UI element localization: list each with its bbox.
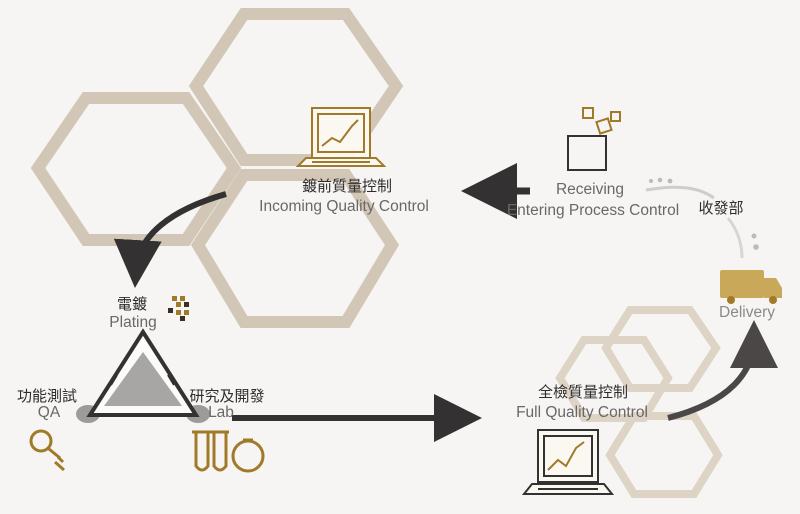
delivery-label: Delivery: [719, 304, 775, 321]
dotted-trail: [649, 177, 759, 250]
hexagon-top: [188, 8, 404, 166]
pixel-blocks-icon: [168, 296, 189, 321]
final-en-label: Full Quality Control: [516, 404, 648, 421]
qa-zh-label: 功能測試: [16, 388, 77, 405]
hexagon-left: [30, 92, 242, 246]
qa-en-label: QA: [37, 404, 61, 421]
computer-chart-icon: [295, 107, 387, 167]
receiving-sub-label: Entering Process Control: [506, 202, 680, 219]
truck-icon: [720, 270, 782, 304]
arrow-final-to-delivery: [667, 320, 778, 421]
lab-en-label: Lab: [208, 404, 234, 421]
plating-en-label: Plating: [109, 314, 157, 331]
final-zh-label: 全檢質量控制: [537, 384, 628, 401]
arrow-incoming-to-plating: [113, 191, 227, 288]
magnifier-icon: [29, 429, 65, 472]
hexagon-bottom: [190, 169, 400, 328]
boxes-icon: [567, 107, 621, 171]
curve-from-delivery: [726, 217, 744, 259]
hexagon-small-top: [601, 306, 721, 392]
lab-zh-label: 研究及開發: [189, 388, 265, 405]
receiving-en-label: Receiving: [555, 181, 625, 198]
lab-flasks-icon: [192, 430, 265, 473]
receiving-zh-label: 收發部: [698, 200, 744, 217]
hexagon-cluster-right: [555, 306, 723, 498]
incoming-zh-label: 鍍前質量控制: [302, 178, 393, 195]
plating-zh-label: 電鍍: [116, 296, 147, 313]
hexagon-small-mid: [555, 336, 673, 422]
computer-chart-icon-final: [521, 429, 615, 495]
curve-to-receiving: [645, 185, 715, 200]
hexagon-cluster-top: [30, 8, 404, 328]
incoming-en-label: Incoming Quality Control: [259, 198, 429, 215]
triangle-cycle: [76, 328, 210, 423]
hexagon-small-bottom: [605, 412, 723, 498]
